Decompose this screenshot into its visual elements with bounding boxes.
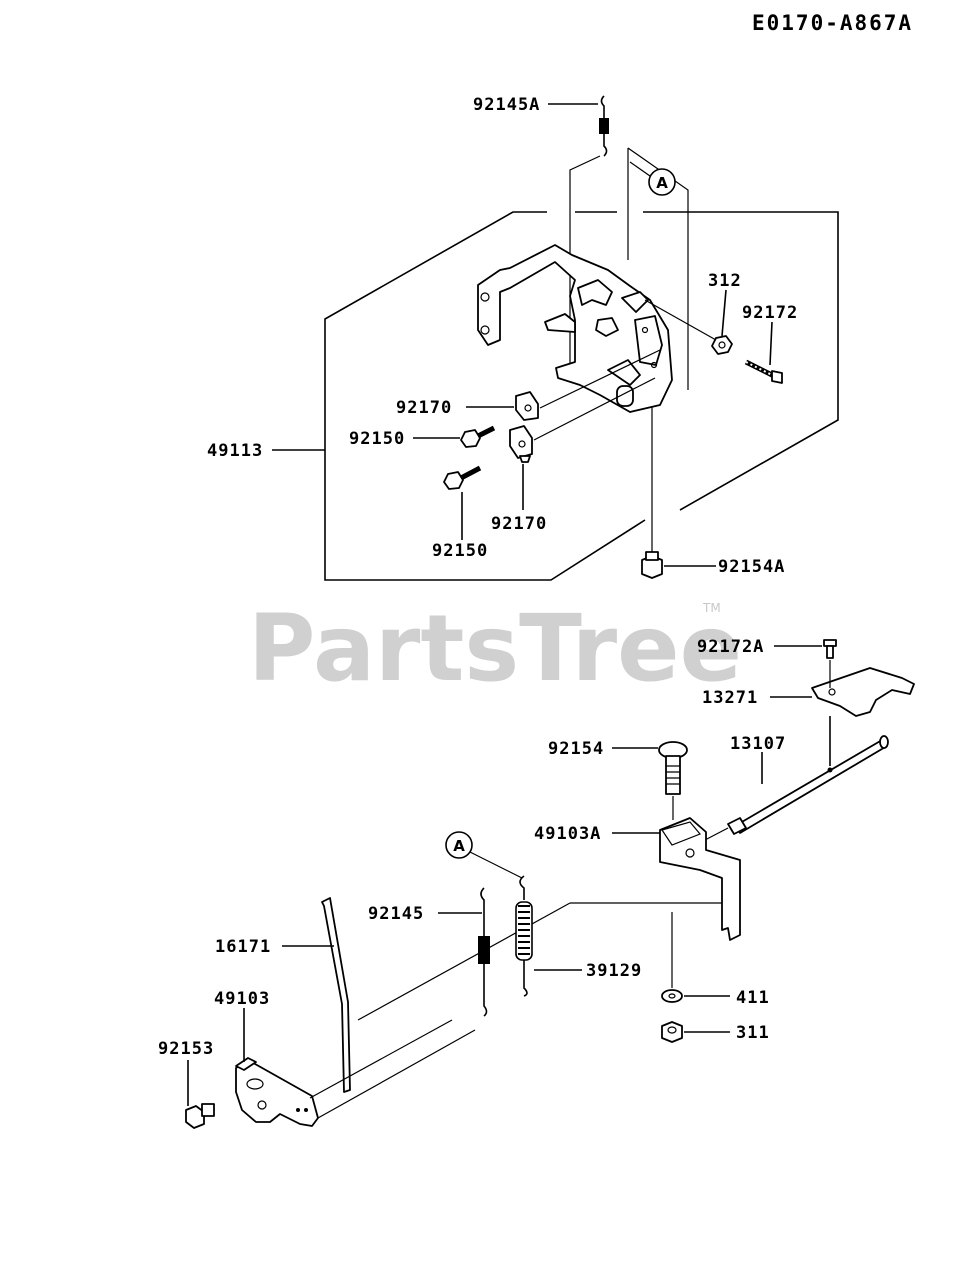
nut-311[interactable]: [661, 1021, 730, 1043]
label-411[interactable]: 411: [736, 988, 770, 1008]
svg-text:A: A: [656, 174, 668, 192]
label-49113[interactable]: 49113: [207, 441, 263, 461]
nut-92154A[interactable]: [641, 406, 716, 579]
nut-312[interactable]: [644, 289, 733, 355]
bolt-92154[interactable]: [612, 741, 688, 820]
diagram-code: E0170-A867A: [752, 11, 913, 35]
callout-a-upper: A: [629, 161, 676, 196]
bolt-92150-lower[interactable]: [443, 465, 482, 540]
label-92153[interactable]: 92153: [158, 1039, 214, 1059]
watermark-text: PartsTree: [248, 595, 742, 702]
bolt-92172[interactable]: [744, 321, 783, 384]
label-92145[interactable]: 92145: [368, 904, 424, 924]
shaft-13107[interactable]: [704, 716, 889, 841]
label-92154[interactable]: 92154: [548, 739, 604, 759]
label-13271[interactable]: 13271: [702, 688, 758, 708]
rod-16171[interactable]: [282, 897, 351, 1093]
spring-39129[interactable]: [515, 875, 582, 997]
bolt-92172A[interactable]: [774, 639, 837, 659]
label-49103A[interactable]: 49103A: [534, 824, 601, 844]
bolt-92153[interactable]: [185, 1060, 215, 1129]
label-311[interactable]: 311: [736, 1023, 770, 1043]
label-92145A[interactable]: 92145A: [473, 95, 540, 115]
label-312[interactable]: 312: [708, 271, 742, 291]
label-16171[interactable]: 16171: [215, 937, 271, 957]
label-92154A[interactable]: 92154A: [718, 557, 785, 577]
label-39129[interactable]: 39129: [586, 961, 642, 981]
label-92150-upper[interactable]: 92150: [349, 429, 405, 449]
lever-49103A[interactable]: [612, 817, 741, 941]
clip-92170-lower[interactable]: [509, 377, 656, 510]
watermark-trademark: TM: [702, 601, 721, 615]
bolt-92150-upper[interactable]: [413, 425, 496, 448]
svg-text:A: A: [453, 837, 465, 855]
label-92150-lower[interactable]: 92150: [432, 541, 488, 561]
label-92170-upper[interactable]: 92170: [396, 398, 452, 418]
label-92172[interactable]: 92172: [742, 303, 798, 323]
label-49103[interactable]: 49103: [214, 989, 270, 1009]
spring-92145A[interactable]: [548, 95, 609, 157]
plate-13271[interactable]: [770, 660, 915, 717]
label-92170-lower[interactable]: 92170: [491, 514, 547, 534]
washer-411[interactable]: [661, 989, 730, 1003]
control-bracket[interactable]: [477, 244, 673, 413]
label-92172A[interactable]: 92172A: [697, 637, 764, 657]
clip-92170-upper[interactable]: [466, 349, 661, 421]
lever-49103[interactable]: [235, 1008, 476, 1127]
callout-a-lower: A: [445, 831, 523, 879]
spring-92145[interactable]: [438, 887, 490, 1017]
label-13107[interactable]: 13107: [730, 734, 786, 754]
